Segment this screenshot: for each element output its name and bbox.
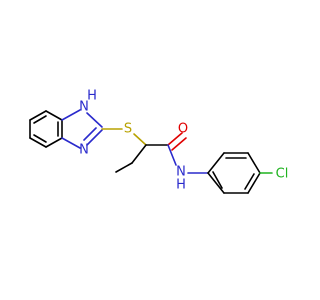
atom-label-s: S: [124, 122, 132, 137]
bond-ch2-ch3: [115, 162, 133, 173]
carbonyl-o-bond-2: [171, 137, 187, 151]
benzene-ring-left: [29, 110, 63, 148]
atom-label-h-n1: H: [87, 89, 97, 104]
atom-label-n3: N: [79, 143, 89, 158]
bond-carbonyl-n: [167, 144, 177, 166]
atom-label-h-amide: H: [176, 178, 186, 193]
bond-ch-ch2: [131, 144, 147, 164]
atom-label-n1: N: [79, 100, 89, 115]
atom-label-cl: Cl: [276, 167, 289, 182]
bond-s-ch: [133, 133, 147, 146]
atom-label-o: O: [178, 122, 188, 137]
carbonyl-o-bond-1: [167, 132, 183, 146]
imidazole-ring: [61, 109, 103, 149]
chlorophenyl-ring: [207, 152, 261, 194]
atom-label-n-amide: N: [176, 165, 186, 180]
structure-canvas: H N N S O N H Cl: [29, 89, 289, 194]
molecule-diagram: H N N S O N H Cl: [29, 89, 289, 194]
